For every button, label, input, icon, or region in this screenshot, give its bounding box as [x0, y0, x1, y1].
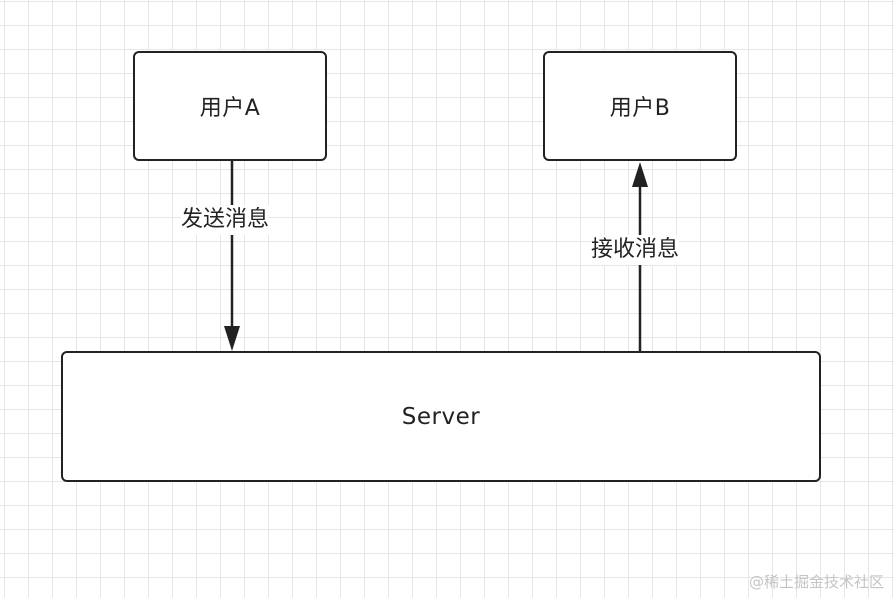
node-user-b-label: 用户B	[609, 96, 671, 121]
node-server[interactable]: Server	[61, 351, 821, 482]
node-server-label: Server	[401, 403, 481, 430]
watermark: @稀土掘金技术社区	[748, 573, 884, 591]
node-user-a[interactable]: 用户A	[133, 51, 327, 161]
edge-label-send: 发送消息	[181, 205, 270, 235]
edge-label-receive: 接收消息	[591, 235, 680, 265]
node-user-a-label: 用户A	[199, 96, 261, 121]
node-user-b[interactable]: 用户B	[543, 51, 737, 161]
arrow-receive-head	[632, 162, 648, 187]
arrow-send-head	[224, 326, 240, 351]
